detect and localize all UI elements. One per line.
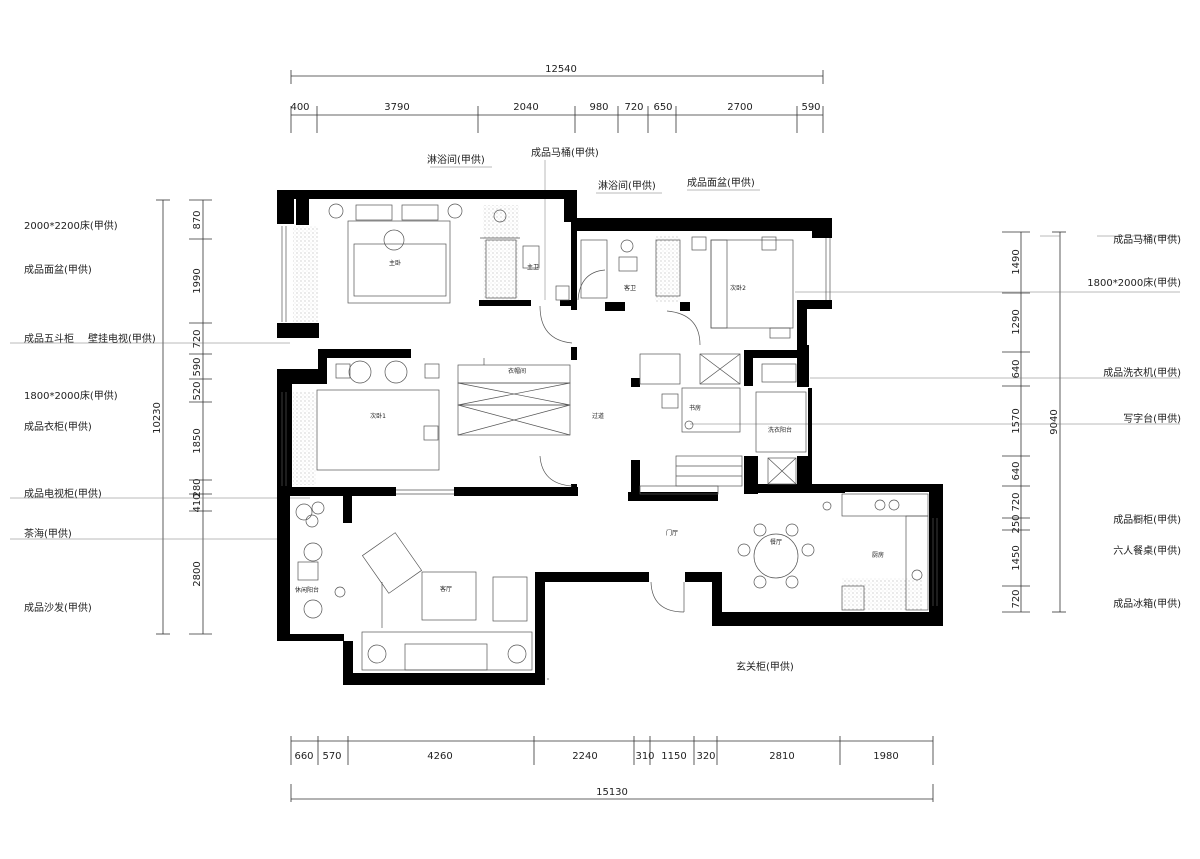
dim-left-seg: 1990 [192,268,203,293]
room-dining: 餐厅 [770,538,782,546]
dim-bottom-seg: 310 [635,751,654,762]
room-second-bedroom-2: 次卧2 [730,284,746,292]
note-right: 成品冰箱(甲供) [1113,597,1181,610]
room-kitchen: 厨房 [872,551,884,559]
dim-bottom-seg: 2810 [769,751,794,762]
note-top: 淋浴间(甲供) [427,153,485,166]
note-bottom: 玄关柜(甲供) [736,660,794,673]
dimension-top: 12540 400 3790 2040 980 720 650 2700 590 [290,64,824,133]
dimension-bottom: 660 570 4260 2240 310 1150 320 2810 1980… [290,736,934,802]
dim-right-seg: 1570 [1011,408,1022,433]
note-top: 淋浴间(甲供) [598,179,656,192]
room-public-bath: 客卫 [624,284,636,292]
room-study: 书房 [689,404,701,412]
dim-right-seg: 640 [1011,359,1022,378]
dim-top-seg: 650 [653,102,672,113]
dim-left-seg: 520 [192,381,203,400]
dim-bottom-seg: 570 [322,751,341,762]
dimension-right: 1490 1290 640 1570 640 720 250 1450 720 … [1002,231,1066,613]
dim-bottom-total: 15130 [596,787,628,798]
note-left: 成品面盆(甲供) [24,263,92,276]
dim-left-seg: 870 [192,210,203,229]
note-left: 成品五斗柜 [24,332,74,345]
note-right: 成品橱柜(甲供) [1113,513,1181,526]
dim-right-total: 9040 [1049,409,1060,434]
dim-top-seg: 720 [624,102,643,113]
dim-top-seg: 3790 [384,102,409,113]
dim-top-seg: 980 [589,102,608,113]
dim-top-seg: 2700 [727,102,752,113]
furniture [295,203,929,671]
note-left: 1800*2000床(甲供) [24,389,118,402]
dim-left-seg: 720 [192,329,203,348]
room-laundry-balcony: 洗衣阳台 [768,426,792,434]
dim-bottom-seg: 320 [696,751,715,762]
dim-bottom-seg: 1150 [661,751,686,762]
dim-right-seg: 640 [1011,461,1022,480]
dim-bottom-seg: 2240 [572,751,597,762]
room-cloakroom: 衣帽间 [508,367,526,375]
notes-right: 成品马桶(甲供) 1800*2000床(甲供) 成品洗衣机(甲供) 写字台(甲供… [1087,233,1181,610]
dim-left-seg: 280 [192,478,203,497]
note-left: 茶海(甲供) [24,527,72,540]
dim-right-seg: 250 [1011,514,1022,533]
dim-top-seg: 590 [801,102,820,113]
note-right: 成品洗衣机(甲供) [1103,366,1181,379]
note-left: 成品电视柜(甲供) [24,487,102,500]
dim-bottom-seg: 4260 [427,751,452,762]
dim-left-seg: 2800 [192,561,203,586]
note-left: 成品沙发(甲供) [24,601,92,614]
room-living: 客厅 [440,585,452,593]
room-corridor: 过道 [592,412,604,420]
dim-top-seg: 2040 [513,102,538,113]
leader-lines [10,160,1180,540]
room-second-bedroom-1: 次卧1 [370,412,386,420]
notes-left: 2000*2200床(甲供) 成品面盆(甲供) 成品五斗柜 壁挂电视(甲供) 1… [24,219,156,614]
room-master-bedroom: 主卧 [389,259,401,267]
dim-bottom-seg: 660 [294,751,313,762]
room-foyer: 门厅 [666,529,678,537]
walls [277,190,943,685]
dim-left-total: 10230 [152,402,163,434]
doors [539,269,701,613]
note-right: 写字台(甲供) [1123,412,1181,425]
window-frames [281,226,938,680]
note-right: 成品马桶(甲供) [1113,233,1181,246]
room-labels: 主卧 主卫 客卫 次卧2 次卧1 衣帽间 过道 书房 洗衣阳台 门厅 餐厅 厨房… [295,259,884,594]
dim-top-total: 12540 [545,64,577,75]
note-left: 成品衣柜(甲供) [24,420,92,433]
dim-right-seg: 1290 [1011,309,1022,334]
note-top: 成品面盆(甲供) [687,176,755,189]
dim-left-seg: 410 [192,493,203,512]
room-master-bath: 主卫 [527,263,539,271]
dim-left-seg: 1850 [192,428,203,453]
note-left: 2000*2200床(甲供) [24,219,118,232]
dim-right-seg: 1450 [1011,545,1022,570]
dim-left-seg: 590 [192,357,203,376]
note-right: 六人餐桌(甲供) [1113,544,1181,557]
note-left: 壁挂电视(甲供) [88,332,156,345]
dimension-left: 10230 870 1990 720 590 520 1850 280 410 … [152,199,212,635]
note-right: 1800*2000床(甲供) [1087,276,1181,289]
notes-top: 淋浴间(甲供) 成品马桶(甲供) 淋浴间(甲供) 成品面盆(甲供) [427,146,755,192]
note-top: 成品马桶(甲供) [531,146,599,159]
dim-bottom-seg: 1980 [873,751,898,762]
room-leisure-balcony: 休闲阳台 [295,586,319,594]
dim-right-seg: 720 [1011,589,1022,608]
dim-top-seg: 400 [290,102,309,113]
dim-right-seg: 1490 [1011,249,1022,274]
dim-right-seg: 720 [1011,492,1022,511]
